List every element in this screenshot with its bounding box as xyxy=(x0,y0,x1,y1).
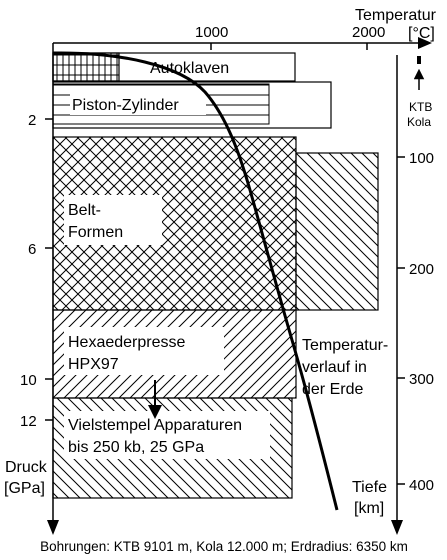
depth-tick-400: 400 xyxy=(409,477,434,494)
kola-label: Kola xyxy=(407,115,431,129)
temperature-tick-1000: 1000 xyxy=(195,24,228,41)
autoklaven-label: Autoklaven xyxy=(150,60,229,77)
pressure-tick-6: 6 xyxy=(28,241,36,258)
depth-tick-200: 200 xyxy=(409,261,434,278)
vielstempel-label-2: bis 250 kb, 25 GPa xyxy=(68,439,204,456)
caption: Bohrungen: KTB 9101 m, Kola 12.000 m; Er… xyxy=(40,539,408,554)
ktb-label: KTB xyxy=(409,100,432,114)
hexaeder-label-1: Hexaederpresse xyxy=(68,334,186,351)
belt-right-hatch xyxy=(295,152,379,311)
belt-label-2: Formen xyxy=(68,224,123,241)
curve-label-2: verlauf in xyxy=(302,359,367,376)
vielstempel-label-1: Vielstempel Apparaturen xyxy=(68,417,242,434)
temperature-profile-curve xyxy=(52,51,339,511)
curve-label-1: Temperatur- xyxy=(302,337,388,354)
piston-cylinder-label: Piston-Zylinder xyxy=(72,97,179,114)
depth-title: Tiefe xyxy=(352,479,387,496)
belt-label-1: Belt- xyxy=(68,202,101,219)
curve-label-3: der Erde xyxy=(302,381,363,398)
pressure-tick-10: 10 xyxy=(20,372,37,389)
pressure-title: Druck xyxy=(5,459,48,476)
temperature-unit: [°C] xyxy=(408,25,435,42)
depth-unit: [km] xyxy=(354,500,384,517)
temperature-tick-2000: 2000 xyxy=(352,24,385,41)
pressure-tick-12: 12 xyxy=(20,413,37,430)
hexaeder-label-2: HPX97 xyxy=(68,356,119,373)
depth-tick-300: 300 xyxy=(409,371,434,388)
pressure-tick-2: 2 xyxy=(28,112,36,129)
temperature-title: Temperatur xyxy=(355,7,437,24)
depth-tick-100: 100 xyxy=(409,150,434,167)
pressure-unit: [GPa] xyxy=(4,480,45,497)
